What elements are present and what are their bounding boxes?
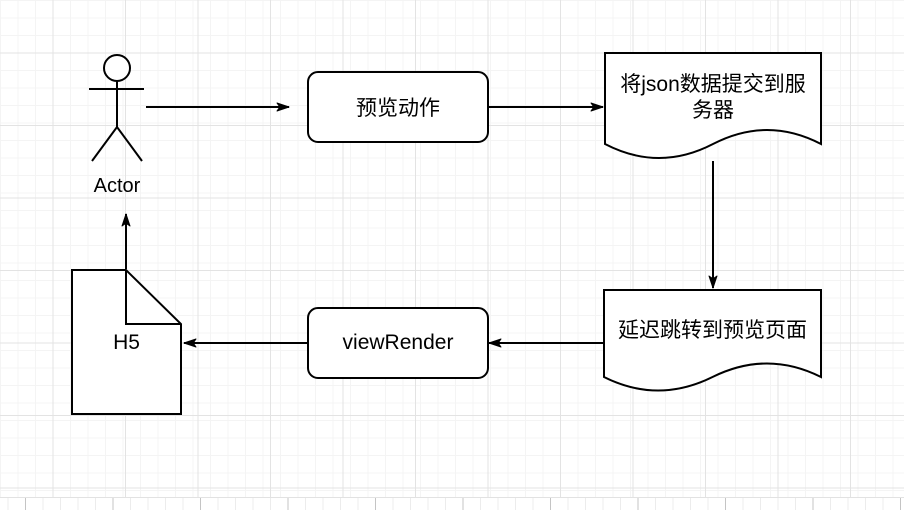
submit-json-node[interactable] xyxy=(604,52,822,159)
h5-note-node[interactable] xyxy=(71,269,182,415)
delay-redirect-node[interactable] xyxy=(603,289,822,392)
actor-figure[interactable] xyxy=(89,54,144,162)
preview-action-node[interactable] xyxy=(307,71,489,143)
view-render-node[interactable] xyxy=(307,307,489,379)
page-edge-ruler xyxy=(0,498,904,510)
